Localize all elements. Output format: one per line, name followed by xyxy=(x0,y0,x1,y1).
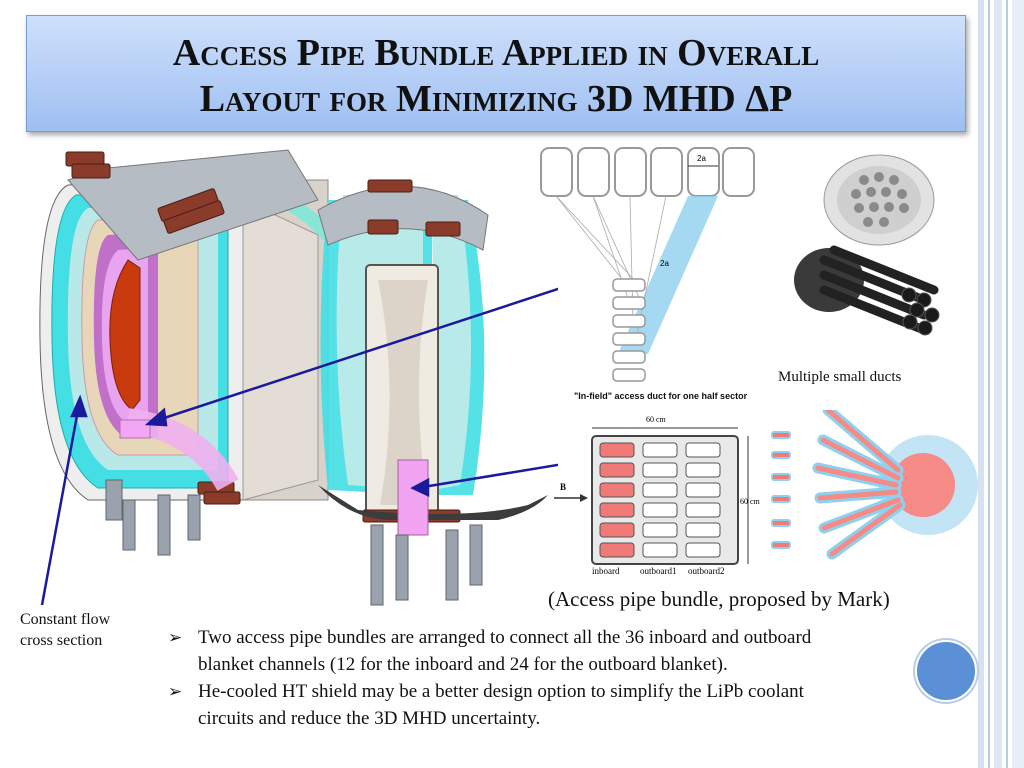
dim-2a-top: 2a xyxy=(697,154,706,163)
radial-duct-layout xyxy=(812,410,978,560)
col-label-inboard: inboard xyxy=(592,566,620,576)
bullet-arrow-icon: ➢ xyxy=(168,628,183,647)
slide-title: Access Pipe Bundle Applied in Overall La… xyxy=(27,30,965,122)
right-rail-4 xyxy=(1006,0,1008,768)
right-rail-3 xyxy=(994,0,1002,768)
inboard-duct-column xyxy=(599,442,635,558)
bullet-item-2: ➢ He-cooled HT shield may be a better de… xyxy=(168,678,828,732)
constant-flow-caption: Constant flow cross section xyxy=(20,609,110,651)
in-field-duct-caption: "In-field" access duct for one half sect… xyxy=(574,391,748,401)
reactor-cutaway-illustration xyxy=(39,149,558,606)
col-label-outboard1: outboard1 xyxy=(640,566,677,576)
bullet-text-1: Two access pipe bundles are arranged to … xyxy=(198,627,812,675)
right-rail-1 xyxy=(978,0,984,768)
bullet-list: ➢ Two access pipe bundles are arranged t… xyxy=(168,624,828,732)
coil-blocks-left xyxy=(65,151,241,505)
title-line-1: Access Pipe Bundle Applied in Overall xyxy=(172,32,820,74)
right-rail-5 xyxy=(1012,0,1024,768)
bundle-cross-section-diagram: 60 cm B 60 cm inboard outboard1 outboard… xyxy=(554,410,978,576)
decorative-circle xyxy=(915,640,977,702)
pointer-arrows xyxy=(40,287,558,606)
small-ducts-column xyxy=(771,431,791,549)
small-ducts-photo xyxy=(794,154,940,336)
duct-channels-column xyxy=(612,278,646,382)
small-ducts-caption: Multiple small ducts xyxy=(778,369,902,385)
dim-60cm-side: 60 cm xyxy=(740,497,761,506)
in-field-duct-diagram: 2a 2a xyxy=(540,147,755,382)
dim-60cm-top: 60 cm xyxy=(646,415,667,424)
reactor-sector-left xyxy=(39,149,334,556)
support-legs-right xyxy=(370,524,483,606)
dim-2a-mid: 2a xyxy=(660,259,669,268)
access-bundle-caption: (Access pipe bundle, proposed by Mark) xyxy=(548,587,890,611)
reactor-sector-right xyxy=(317,179,548,606)
col-label-outboard2: outboard2 xyxy=(688,566,725,576)
bullet-arrow-icon: ➢ xyxy=(168,682,183,701)
duct-channels-top-row xyxy=(540,147,755,197)
constant-flow-line-1: Constant flow xyxy=(20,611,111,628)
bullet-item-1: ➢ Two access pipe bundles are arranged t… xyxy=(168,624,828,678)
right-rail-2 xyxy=(988,0,990,768)
outboard-duct-columns xyxy=(642,442,721,558)
constant-flow-line-2: cross section xyxy=(20,632,103,649)
support-legs-left xyxy=(105,479,201,556)
bullet-text-2: He-cooled HT shield may be a better desi… xyxy=(198,681,804,729)
title-line-2: Layout for Minimizing 3D MHD ΔP xyxy=(199,78,793,120)
flow-label-b: B xyxy=(560,482,566,492)
title-banner: Access Pipe Bundle Applied in Overall La… xyxy=(26,15,966,132)
